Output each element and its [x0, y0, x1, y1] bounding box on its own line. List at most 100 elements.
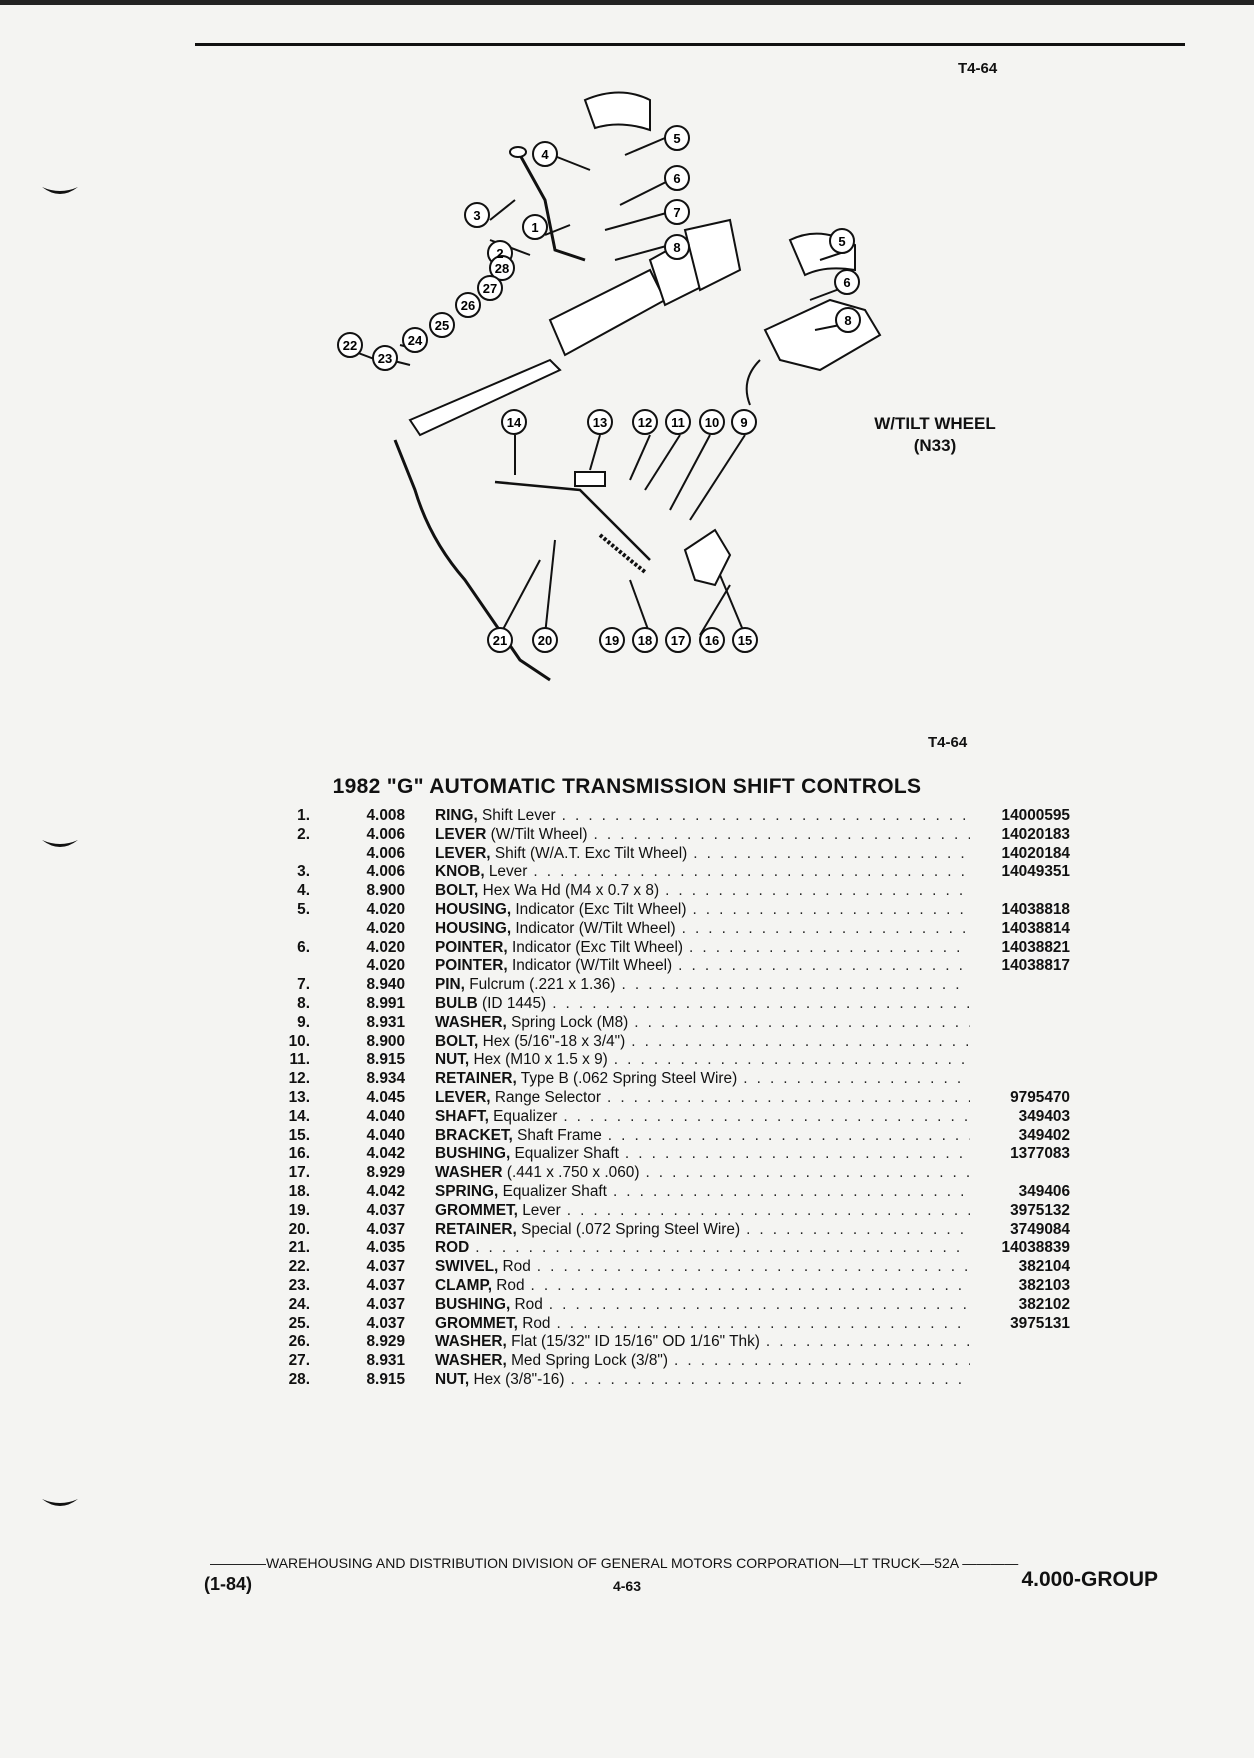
tilt-callout-8: 8	[844, 313, 851, 328]
part-detail: Range Selector	[490, 1088, 601, 1106]
item-number: 23.	[288, 1276, 310, 1294]
part-detail: Hex (5/16"-18 x 3/4")	[478, 1032, 626, 1050]
item-number: 17.	[288, 1164, 310, 1182]
callout-4: 4	[541, 147, 549, 162]
part-description: BOLT, Hex Wa Hd (M4 x 0.7 x 8)	[435, 882, 970, 901]
item-number: 18.	[288, 1182, 310, 1200]
part-number: 14020184	[1001, 844, 1070, 862]
part-description: RING, Shift Lever	[435, 807, 970, 826]
leader-dots	[556, 1315, 970, 1334]
callout-1: 1	[531, 220, 538, 235]
part-description: HOUSING, Indicator (Exc Tilt Wheel)	[435, 901, 970, 920]
part-number: 382103	[1018, 1276, 1070, 1294]
item-number: 25.	[288, 1314, 310, 1332]
tilt-callout-5: 5	[838, 234, 845, 249]
part-description: POINTER, Indicator (W/Tilt Wheel)	[435, 957, 970, 976]
part-description: LEVER, Shift (W/A.T. Exc Tilt Wheel)	[435, 845, 970, 864]
item-number: 14.	[288, 1107, 310, 1125]
part-detail: Lever	[517, 1201, 561, 1219]
callout-21: 21	[493, 633, 507, 648]
part-description: LEVER, Range Selector	[435, 1089, 970, 1108]
part-name: RETAINER,	[435, 1220, 517, 1238]
figure-reference: T4-64	[958, 60, 998, 77]
group-number: 8.929	[366, 1333, 405, 1351]
group-number: 4.037	[366, 1220, 405, 1238]
leader-dots	[533, 863, 970, 882]
part-description: WASHER (.441 x .750 x .060)	[435, 1164, 970, 1183]
part-number: 9795470	[1010, 1088, 1070, 1106]
part-number: 14038817	[1001, 957, 1070, 975]
part-name: RING,	[435, 807, 478, 824]
item-number: 11.	[289, 1051, 310, 1069]
part-name: SWIVEL,	[435, 1258, 499, 1276]
part-description: WASHER, Spring Lock (M8)	[435, 1014, 970, 1033]
item-number: 5.	[297, 900, 310, 918]
part-detail: Type B (.062 Spring Steel Wire)	[516, 1070, 738, 1088]
part-detail: (.441 x .750 x .060)	[502, 1164, 640, 1182]
leader-dots	[594, 826, 971, 845]
part-name: NUT,	[435, 1370, 470, 1388]
leader-dots	[531, 1277, 970, 1296]
group-number: 8.929	[366, 1164, 405, 1182]
item-number: 15.	[288, 1126, 310, 1144]
item-number: 21.	[288, 1239, 310, 1257]
part-detail: Shift Lever	[477, 807, 556, 824]
part-number: 382102	[1018, 1295, 1070, 1313]
item-number: 13.	[288, 1088, 310, 1106]
group-number: 4.006	[366, 863, 405, 881]
footer-publisher-line: ————WAREHOUSING AND DISTRIBUTION DIVISIO…	[210, 1555, 1019, 1571]
group-number: 4.042	[366, 1182, 405, 1200]
part-detail: (ID 1445)	[477, 994, 547, 1012]
group-number: 4.037	[366, 1314, 405, 1332]
part-description: PIN, Fulcrum (.221 x 1.36)	[435, 976, 970, 995]
tilt-wheel-code: (N33)	[913, 436, 957, 455]
leader-dots	[563, 1108, 970, 1127]
part-number: 14020183	[1001, 825, 1070, 843]
part-detail: Equalizer Shaft	[510, 1145, 619, 1163]
part-number: 1377083	[1010, 1145, 1070, 1163]
item-number: 4.	[297, 882, 310, 900]
part-description: GROMMET, Lever	[435, 1202, 970, 1221]
part-number: 382104	[1018, 1258, 1070, 1276]
leader-dots	[743, 1070, 970, 1089]
part-detail: Med Spring Lock (3/8")	[506, 1352, 668, 1370]
group-number: 4.006	[366, 844, 405, 862]
leader-dots	[678, 957, 970, 976]
binder-punch-mark	[42, 187, 78, 194]
leader-dots	[608, 1127, 970, 1146]
callout-15: 15	[738, 633, 752, 648]
part-number: 14000595	[1001, 807, 1070, 824]
leader-dots	[570, 1371, 970, 1390]
group-number: 4.020	[366, 938, 405, 956]
item-number: 1.	[297, 807, 310, 824]
part-detail: Fulcrum (.221 x 1.36)	[464, 976, 616, 994]
page-title: 1982 "G" AUTOMATIC TRANSMISSION SHIFT CO…	[332, 775, 922, 798]
item-number: 27.	[288, 1352, 310, 1370]
part-description: WASHER, Med Spring Lock (3/8")	[435, 1352, 970, 1371]
leader-dots	[562, 807, 970, 826]
group-number: 4.020	[366, 957, 405, 975]
part-description: KNOB, Lever	[435, 863, 970, 882]
part-name: SPRING,	[435, 1182, 499, 1200]
callout-17: 17	[671, 633, 685, 648]
part-detail: Flat (15/32" ID 15/16" OD 1/16" Thk)	[506, 1333, 760, 1351]
tilt-wheel-label: W/TILT WHEEL	[874, 414, 996, 433]
part-detail: Indicator (W/Tilt Wheel)	[507, 957, 673, 975]
leader-dots	[682, 920, 970, 939]
leader-dots	[552, 995, 970, 1014]
part-detail: Special (.072 Spring Steel Wire)	[516, 1220, 741, 1238]
part-name: POINTER,	[435, 938, 508, 956]
part-name: GROMMET,	[435, 1201, 518, 1219]
